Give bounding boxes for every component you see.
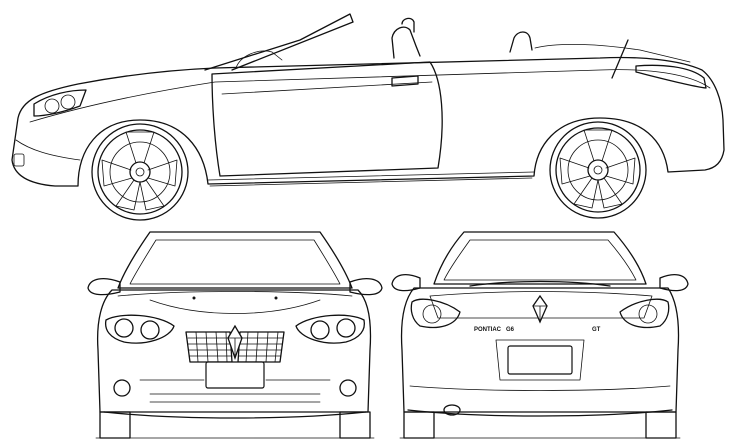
front-right-headlight-lens-1: [336, 318, 356, 338]
rear-trim-badge: GT: [592, 327, 601, 333]
front-left-fog-light: [113, 379, 131, 397]
front-right-headlight-lens-2: [310, 320, 330, 340]
rear-plate-recess: [495, 339, 585, 381]
side-windshield: [204, 13, 354, 71]
front-lower-intake: [139, 379, 331, 403]
rear-left-tail-light-ring: [422, 304, 442, 324]
rear-right-tail-light-ring: [638, 304, 658, 324]
side-rocker-panel-2: [209, 177, 533, 187]
front-left-headlight-lens-1: [114, 318, 134, 338]
front-left-mirror: [87, 277, 121, 296]
front-windshield: [117, 231, 353, 289]
front-license-plate: [205, 361, 265, 389]
front-windshield-inner: [129, 239, 341, 285]
front-view: [87, 231, 383, 439]
rear-bumper-line: [409, 385, 671, 391]
front-right-mirror: [349, 277, 383, 296]
side-headlight-lens-2: [60, 94, 76, 110]
front-right-tire: [339, 411, 371, 439]
side-door-handle: [391, 75, 419, 87]
rear-trunk-lid: [429, 291, 653, 319]
side-front-seat: [391, 26, 421, 59]
rear-window-inner: [443, 239, 637, 281]
front-left-headlight-lens-2: [140, 320, 160, 340]
side-view: [11, 13, 725, 221]
side-door-outline: [211, 61, 443, 177]
rear-right-mirror: [659, 273, 689, 292]
side-front-wheel: [91, 123, 189, 221]
front-hood-dot-2: [274, 296, 278, 300]
rear-spoiler: [469, 280, 611, 287]
front-hood-dot-1: [192, 296, 196, 300]
side-rear-deck: [534, 44, 691, 63]
rear-view: PONTIAC G6 GT: [391, 231, 689, 439]
front-right-headlight: [295, 314, 366, 344]
rear-make-badge: PONTIAC: [474, 327, 502, 333]
side-rear-seat: [509, 31, 533, 53]
rear-left-tire: [403, 411, 435, 439]
rear-right-tire: [645, 411, 677, 439]
rear-model-badge: G6: [506, 327, 515, 333]
side-front-fog-light: [13, 153, 25, 167]
side-belt-line: [29, 69, 711, 123]
side-front-bumper-line: [15, 139, 81, 161]
side-antenna: [611, 39, 629, 79]
rear-left-tail-light: [410, 298, 461, 329]
side-tail-light: [635, 64, 707, 89]
side-door-inner-line: [221, 81, 433, 95]
front-bumper-bottom: [103, 411, 367, 419]
side-body-outline: [11, 56, 725, 187]
rear-license-plate: [507, 345, 573, 375]
side-windshield-inner: [235, 50, 283, 69]
rear-exhaust-tip: [443, 404, 461, 416]
side-headlight-lens-1: [44, 98, 60, 114]
front-right-fog-light: [339, 379, 357, 397]
front-grille: [185, 324, 285, 363]
side-headlight: [33, 89, 87, 117]
front-left-tire: [99, 411, 131, 439]
rear-right-tail-light: [619, 298, 670, 329]
front-hood-line: [117, 291, 353, 297]
front-hood-crease: [149, 299, 321, 314]
front-left-headlight: [104, 314, 175, 344]
side-rear-wheel: [549, 121, 647, 219]
side-rocker-panel: [207, 171, 535, 181]
rear-bumper-bottom: [407, 409, 673, 417]
rear-window: [433, 231, 647, 285]
side-headrest: [401, 17, 415, 33]
